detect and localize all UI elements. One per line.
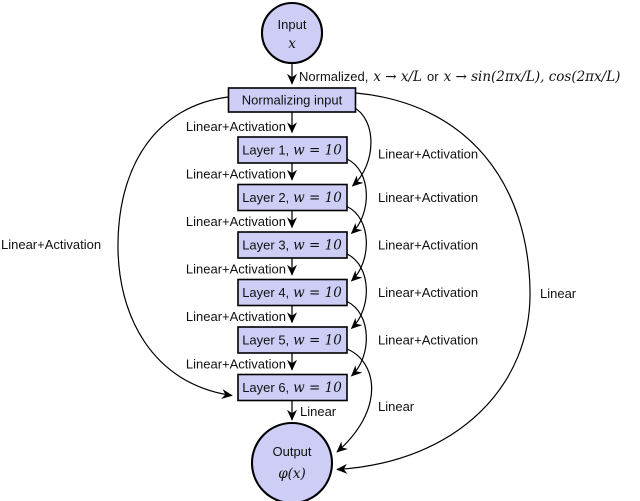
skip-right-label-3: Linear+Activation: [378, 238, 478, 253]
skip-layer3-to-layer5: [346, 253, 367, 330]
layer2-label: Layer 2,w = 10: [242, 190, 342, 206]
skip-outer-right-label: Linear: [540, 286, 577, 301]
skip-normalizing-to-layer2: [351, 106, 372, 187]
chain-label-1: Linear+Activation: [186, 119, 286, 134]
chain-label-5: Linear+Activation: [186, 309, 286, 324]
layer5-label: Layer 5,w = 10: [242, 333, 342, 349]
layer1-box: [237, 136, 348, 164]
normalizing-box-label: Normalizing input: [242, 93, 343, 108]
layer4-box: [237, 278, 348, 307]
normalizing-input-box: [227, 87, 357, 113]
layer1-label: Layer 1,w = 10: [242, 143, 342, 159]
skip-right-label-1: Linear+Activation: [378, 147, 478, 162]
layer2-box: [237, 183, 348, 212]
chain-label-6: Linear+Activation: [186, 357, 286, 372]
input-node-title: Input: [278, 17, 307, 32]
layer5-box: [237, 326, 348, 354]
layer6-label: Layer 6,w = 10: [242, 380, 342, 396]
output-node: [250, 421, 334, 501]
input-node-symbol: x: [288, 36, 296, 52]
chain-label-3: Linear+Activation: [186, 214, 286, 229]
input-node: [260, 1, 324, 65]
skip-right-label-2: Linear+Activation: [378, 190, 478, 205]
skip-right-label-4: Linear+Activation: [378, 285, 478, 300]
chain-label-4: Linear+Activation: [186, 262, 286, 277]
skip-layer5-to-output: [336, 348, 373, 453]
layer3-label: Layer 3,w = 10: [242, 238, 342, 254]
skip-layer2-to-layer4: [346, 205, 367, 282]
layer3-box: [237, 231, 348, 259]
output-node-symbol: φ(x): [278, 466, 306, 482]
skip-layer5-output-label: Linear: [378, 399, 415, 414]
layer6-box: [237, 373, 348, 402]
skip-layer1-to-layer3: [346, 158, 367, 235]
skip-normalizing-to-output-right: [336, 92, 531, 474]
skip-layer4-to-layer6: [346, 300, 367, 377]
output-node-title: Output: [272, 444, 311, 459]
chain-label-2: Linear+Activation: [186, 167, 286, 182]
skip-left-label: Linear+Activation: [1, 237, 101, 252]
layer4-label: Layer 4,w = 10: [242, 285, 342, 301]
skip-normalizing-to-layer6-left: [117, 96, 233, 399]
skip-right-label-5: Linear+Activation: [378, 333, 478, 348]
output-edge-label: Linear: [300, 404, 337, 419]
